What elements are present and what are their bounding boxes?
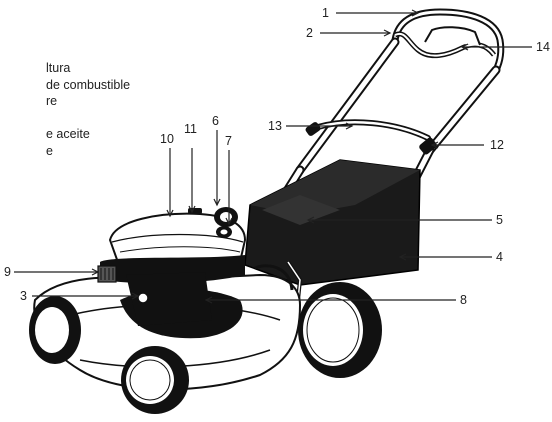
legend-line-2: de combustible bbox=[46, 77, 131, 92]
callout-7: 7 bbox=[225, 134, 232, 148]
callout-numbers: 1 2 3 4 5 6 7 8 9 10 11 12 13 14 bbox=[4, 6, 550, 307]
callout-14: 14 bbox=[536, 40, 550, 54]
operator-bail bbox=[393, 26, 497, 59]
callout-2: 2 bbox=[306, 26, 313, 40]
callout-1: 1 bbox=[322, 6, 329, 20]
callout-12: 12 bbox=[490, 138, 504, 152]
legend-text-fragments: ltura de combustible re e aceite e bbox=[0, 60, 130, 159]
callout-9: 9 bbox=[4, 265, 11, 279]
callout-10: 10 bbox=[160, 132, 174, 146]
wheels bbox=[29, 264, 382, 414]
callout-6: 6 bbox=[212, 114, 219, 128]
primer-button bbox=[137, 292, 149, 304]
callout-11: 11 bbox=[184, 122, 197, 136]
grass-catcher bbox=[244, 159, 421, 301]
callout-8: 8 bbox=[460, 293, 467, 307]
callout-3: 3 bbox=[20, 289, 27, 303]
legend-line-3: re bbox=[46, 94, 58, 108]
legend-line-6: e bbox=[46, 143, 53, 158]
callout-leaders bbox=[14, 9, 532, 304]
handle-knob-right bbox=[419, 137, 437, 155]
callout-5: 5 bbox=[496, 213, 503, 227]
callout-13: 13 bbox=[268, 119, 282, 133]
legend-line-5: e aceite bbox=[46, 127, 90, 141]
handle-knob-left bbox=[305, 122, 321, 136]
muffler bbox=[97, 265, 117, 283]
callout-4: 4 bbox=[496, 250, 503, 264]
engine bbox=[97, 207, 247, 326]
legend-line-1: ltura bbox=[46, 61, 71, 75]
